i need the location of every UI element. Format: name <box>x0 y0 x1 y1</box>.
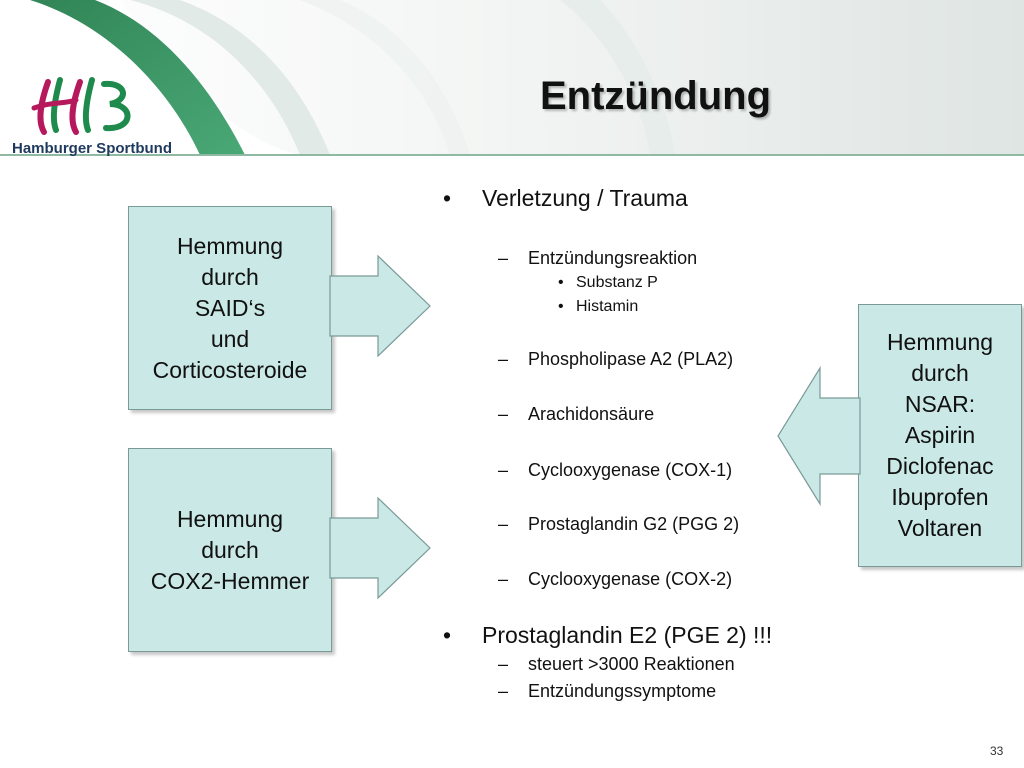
arrow-left-icon <box>777 365 861 507</box>
box-line: und <box>210 325 250 352</box>
box-line: Corticosteroide <box>152 356 308 383</box>
box-line: Aspirin <box>904 422 976 448</box>
dash-marker: – <box>498 514 509 534</box>
arrow-right-icon <box>329 496 431 600</box>
dash-marker: – <box>498 349 509 369</box>
dash-marker: – <box>498 404 509 424</box>
slide-title: Entzündung <box>540 74 772 118</box>
bullet-marker: • <box>443 622 452 648</box>
dash-marker: – <box>498 681 509 701</box>
page-number: 33 <box>990 744 1004 758</box>
box-line: Hemmung <box>886 329 994 355</box>
said-inhibition-box: Hemmung durch SAID‘s und Corticosteroide <box>128 206 332 410</box>
bullet-cox2: Cyclooxygenase (COX-2) <box>528 569 733 589</box>
bullet-pgg2: Prostaglandin G2 (PGG 2) <box>528 514 740 534</box>
cox2-inhibition-box: Hemmung durch COX2-Hemmer <box>128 448 332 652</box>
bullet-trauma: Verletzung / Trauma <box>482 185 688 211</box>
hsb-logo-icon <box>31 77 131 135</box>
dash-marker: – <box>498 654 509 674</box>
dash-marker: – <box>498 569 509 589</box>
bullet-reaktionen: steuert >3000 Reaktionen <box>528 654 735 674</box>
bullet-substanz-p: Substanz P <box>576 274 658 291</box>
arrow-right-icon <box>329 254 431 358</box>
bullet-cox1: Cyclooxygenase (COX-1) <box>528 460 733 480</box>
box-line: Hemmung <box>176 505 284 532</box>
box-line: NSAR: <box>904 391 976 417</box>
bullet-marker: • <box>558 274 564 291</box>
box-line: durch <box>911 360 969 386</box>
bullet-pla2: Phospholipase A2 (PLA2) <box>528 349 734 369</box>
dash-marker: – <box>498 460 509 480</box>
bullet-symptome: Entzündungssymptome <box>528 681 717 701</box>
box-line: durch <box>201 263 259 290</box>
bullet-histamin: Histamin <box>576 298 639 315</box>
nsar-inhibition-box: Hemmung durch NSAR: Aspirin Diclofenac I… <box>858 304 1022 567</box>
box-line: Ibuprofen <box>891 484 989 510</box>
box-line: SAID‘s <box>194 294 266 321</box>
dash-marker: – <box>498 248 509 268</box>
box-line: COX2-Hemmer <box>150 567 310 594</box>
logo-text: Hamburger Sportbund <box>12 140 172 157</box>
bullet-entzuendungsreaktion: Entzündungsreaktion <box>528 248 698 268</box>
box-line: Diclofenac <box>886 453 994 479</box>
box-line: Voltaren <box>897 515 983 541</box>
box-line: Hemmung <box>176 232 284 259</box>
bullet-pge2: Prostaglandin E2 (PGE 2) !!! <box>482 622 773 648</box>
bullet-marker: • <box>443 185 452 211</box>
header-banner <box>0 0 1024 160</box>
bullet-arachidonsaeure: Arachidonsäure <box>528 404 655 424</box>
bullet-marker: • <box>558 298 564 315</box>
box-line: durch <box>201 536 259 563</box>
